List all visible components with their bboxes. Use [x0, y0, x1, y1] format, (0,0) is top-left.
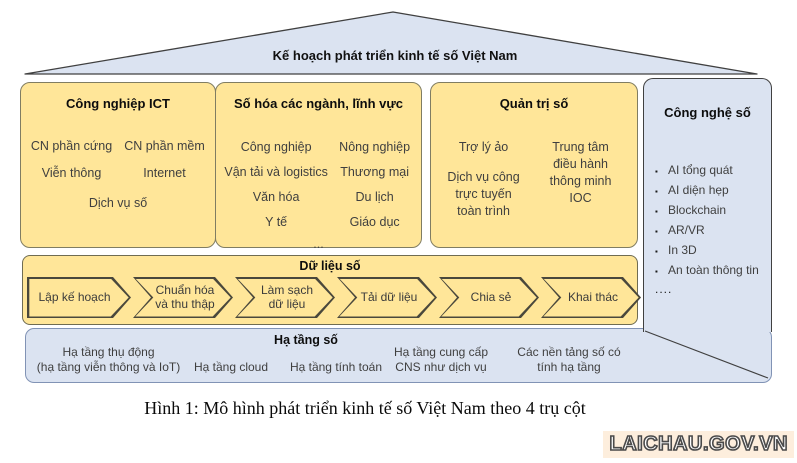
pillar-2-item: Thương mại [340, 165, 409, 179]
pillar-1-items: CN phần cứng CN phần mềm Viễn thông Inte… [21, 138, 215, 212]
pillar-2-ellipsis: ... [313, 237, 324, 251]
infrastructure-bar: Hạ tầng số Hạ tầng thụ động (hạ tầng viễ… [25, 328, 772, 383]
data-layer-bar: Dữ liệu số Lập kế hoạch Chuẩn hóa và thu… [22, 255, 638, 325]
technology-item-label: Blockchain [668, 203, 727, 217]
bullet-square-icon: ▪ [655, 247, 658, 256]
pillar-1-item: CN phần cứng [30, 139, 113, 153]
pillar-3-left-column: Trợ lý ảo Dịch vụ công trực tuyến toàn t… [437, 139, 530, 220]
infrastructure-item: Các nền tảng số có tính hạ tầng [517, 345, 621, 374]
technology-item-label: In 3D [668, 243, 697, 257]
bullet-square-icon: ▪ [655, 267, 658, 276]
pillar-3-item: Trung tâm điều hành thông minh IOC [549, 140, 612, 205]
data-process-steps: Lập kế hoạch Chuẩn hóa và thu thập Làm s… [27, 277, 641, 318]
technology-item-label: An toàn thông tin [668, 263, 759, 277]
process-step-label: Khai thác [543, 279, 638, 317]
data-layer-title: Dữ liệu số [299, 259, 361, 273]
process-step: Lập kế hoạch [27, 277, 131, 318]
pillar-cong-nghiep-ict: Công nghiệp ICT CN phần cứng CN phần mềm… [20, 82, 216, 248]
technology-item: ▪ AI tổng quát [655, 161, 771, 181]
technology-item: ▪ AR/VR [655, 221, 771, 241]
process-step-label: Chuẩn hóa và thu thập [135, 279, 230, 317]
technology-item: ▪ In 3D [655, 241, 771, 261]
technology-item-label: AI diện hẹp [668, 183, 729, 197]
pillar-2-item: Giáo dục [349, 215, 400, 229]
watermark: LAICHAU.GOV.VN [603, 431, 794, 458]
process-step: Chuẩn hóa và thu thập [133, 277, 233, 318]
process-step: Khai thác [541, 277, 641, 318]
pillar-1-title: Công nghiệp ICT [66, 96, 170, 111]
pillar-3-item: Trợ lý ảo [458, 140, 509, 154]
pillar-3-title: Quản trị số [499, 96, 569, 111]
pillar-1-item: Viễn thông [41, 166, 102, 180]
bullet-square-icon: ▪ [655, 187, 658, 196]
pillar-1-item: CN phần mềm [124, 139, 205, 153]
roof-shape [24, 11, 758, 75]
technology-box: Công nghệ số ▪ AI tổng quát ▪ AI diện hẹp … [643, 78, 772, 332]
process-step-label: Làm sạch dữ liệu [237, 279, 332, 317]
infrastructure-item: Hạ tầng thụ động (hạ tầng viễn thông và … [36, 345, 181, 374]
pillar-2-item: Công nghiệp [240, 140, 312, 154]
pillar-2-item: Y tế [265, 215, 288, 229]
process-step-label: Tải dữ liệu [339, 279, 434, 317]
infrastructure-title: Hạ tầng số [274, 333, 338, 347]
roof-title: Kế hoạch phát triển kinh tế số Việt Nam [272, 48, 518, 63]
bullet-square-icon: ▪ [655, 207, 658, 216]
process-step: Chia sẻ [439, 277, 539, 318]
pillar-2-title: Số hóa các ngành, lĩnh vực [233, 96, 404, 111]
technology-item: ▪ Blockchain [655, 201, 771, 221]
pillar-2-item: Vận tải và logistics [224, 165, 328, 179]
pillar-2-item: Nông nghiệp [339, 140, 411, 154]
technology-list: ▪ AI tổng quát ▪ AI diện hẹp ▪ Blockchain ▪… [644, 161, 771, 281]
pillar-quan-tri-so: Quản trị số Trợ lý ảo Dịch vụ công trực … [430, 82, 638, 248]
infrastructure-item: Hạ tầng cloud [193, 360, 269, 374]
infrastructure-item: Hạ tầng tính toán [289, 360, 383, 374]
pillar-2-item: Văn hóa [252, 190, 300, 204]
technology-item: ▪ An toàn thông tin [655, 261, 771, 281]
process-step: Làm sạch dữ liệu [235, 277, 335, 318]
process-step: Tải dữ liệu [337, 277, 437, 318]
technology-item-label: AI tổng quát [668, 163, 733, 177]
pillar-3-right-column: Trung tâm điều hành thông minh IOC [530, 139, 631, 220]
process-step-label: Chia sẻ [441, 279, 536, 317]
pillar-2-items: Công nghiệp Nông nghiệp Vận tải và logis… [216, 139, 421, 251]
technology-ellipsis: .... [655, 282, 673, 296]
pillar-3-items: Trợ lý ảo Dịch vụ công trực tuyến toàn t… [431, 139, 637, 220]
figure-caption: Hình 1: Mô hình phát triển kinh tế số Vi… [144, 398, 586, 418]
pillar-1-item: Dịch vụ số [88, 196, 148, 210]
bullet-square-icon: ▪ [655, 167, 658, 176]
pillar-so-hoa-nganh: Số hóa các ngành, lĩnh vực Công nghiệp N… [215, 82, 422, 251]
infrastructure-item: Hạ tầng cung cấp CNS như dịch vụ [393, 345, 489, 374]
technology-item: ▪ AI diện hẹp [655, 181, 771, 201]
pillar-3-item: Dịch vụ công trực tuyến toàn trình [447, 170, 520, 218]
technology-title: Công nghệ số [664, 105, 751, 120]
technology-item-label: AR/VR [668, 223, 705, 237]
process-step-label: Lập kế hoạch [29, 279, 128, 317]
bullet-square-icon: ▪ [655, 227, 658, 236]
pillar-1-item: Internet [143, 166, 186, 180]
pillar-2-item: Du lịch [355, 190, 394, 204]
